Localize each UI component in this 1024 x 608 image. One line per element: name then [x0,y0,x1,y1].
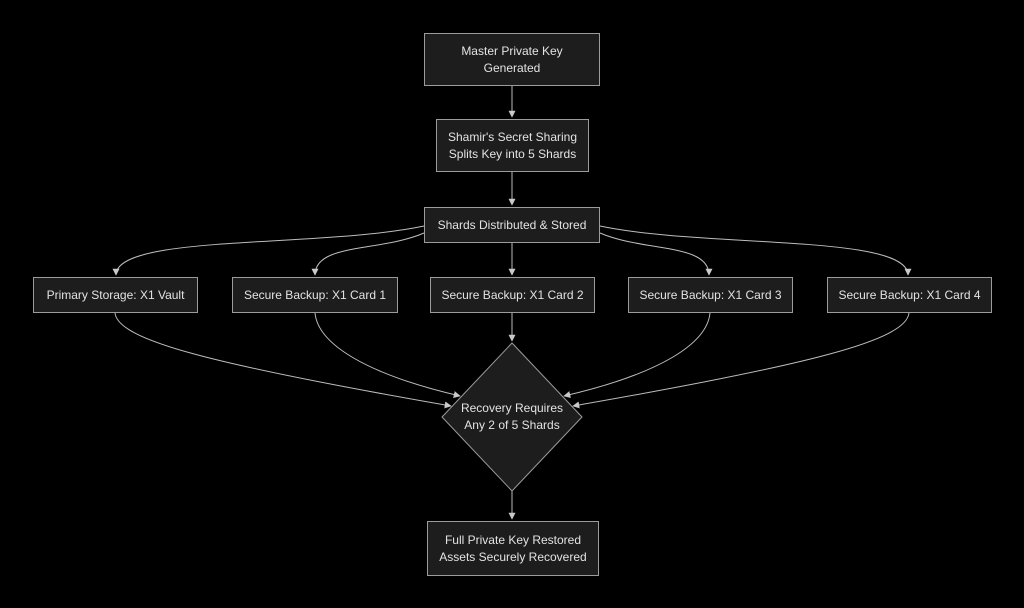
node-secure-backup-card4: Secure Backup: X1 Card 4 [827,277,992,313]
node-recovery-requires: Recovery Requires Any 2 of 5 Shards [432,399,592,435]
node-label-line: Full Private Key Restored [444,532,582,547]
edge-distributed-card4 [599,225,912,276]
node-label-line: Secure Backup: X1 Card 1 [243,287,387,302]
node-shamir-secret-sharing: Shamir's Secret Sharing Splits Key into … [436,119,589,172]
node-secure-backup-card3: Secure Backup: X1 Card 3 [628,277,793,313]
edge-vault-recovery [114,312,452,409]
node-label-line: Recovery Requires [460,401,564,415]
node-label-line: Secure Backup: X1 Card 3 [639,287,782,302]
node-master-private-key: Master Private Key Generated [424,33,600,86]
recovery-diamond-shape [441,342,583,492]
node-shards-distributed: Shards Distributed & Stored [424,207,600,243]
node-secure-backup-card1: Secure Backup: X1 Card 1 [232,277,398,313]
node-primary-storage-vault: Primary Storage: X1 Vault [33,277,198,313]
node-label-line: Primary Storage: X1 Vault [46,287,185,302]
edge-card3-recovery [563,312,711,398]
node-label-line: Generated [483,60,541,75]
edge-card1-recovery [314,312,461,398]
node-secure-backup-card2: Secure Backup: X1 Card 2 [430,277,595,313]
edge-card4-recovery [572,312,910,409]
edge-distributed-vault [112,225,425,276]
node-label-line: Any 2 of 5 Shards [464,418,560,432]
edge-distributed-card3 [599,232,713,276]
node-label-line: Shards Distributed & Stored [437,217,587,232]
node-label-line: Splits Key into 5 Shards [448,146,577,161]
node-label-line: Assets Securely Recovered [439,549,587,564]
node-label-line: Shamir's Secret Sharing [447,129,577,144]
node-label-line: Master Private Key [461,43,563,58]
edge-distributed-card1 [311,232,425,276]
node-label-line: Secure Backup: X1 Card 4 [838,287,981,302]
node-label-line: Secure Backup: X1 Card 2 [441,287,584,302]
node-key-restored: Full Private Key Restored Assets Securel… [427,521,599,576]
